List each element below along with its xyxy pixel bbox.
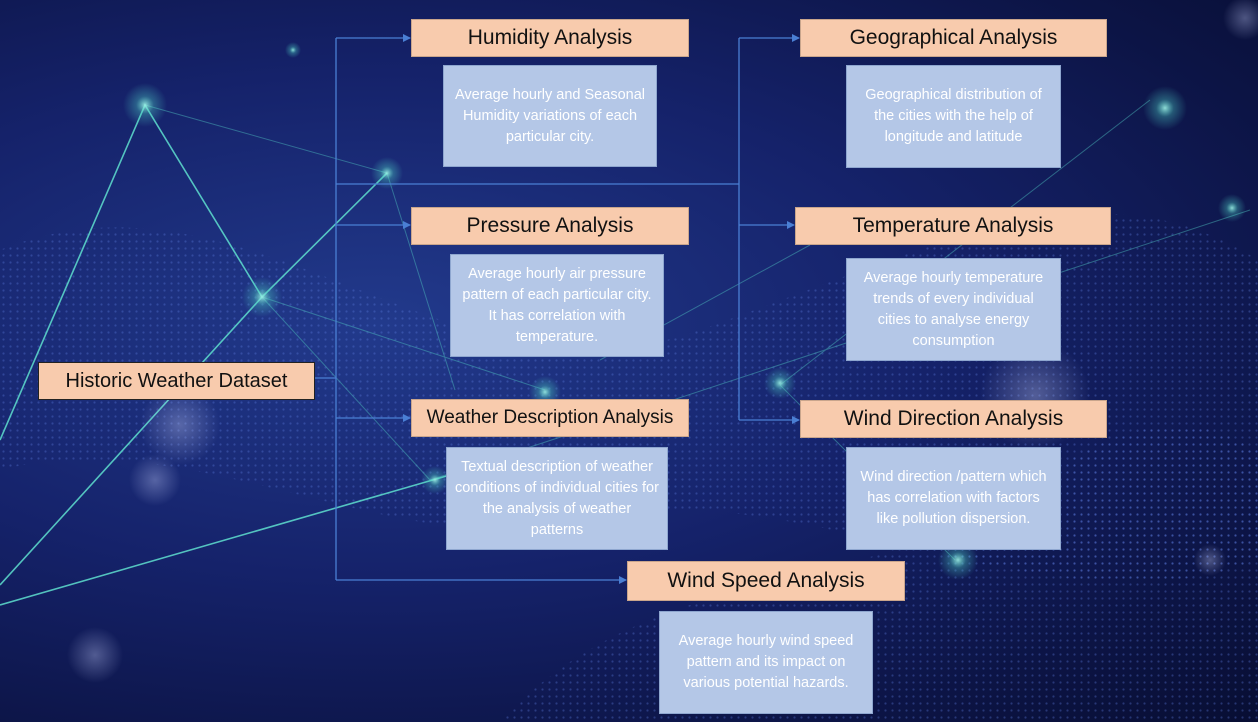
humidity-analysis-node: Humidity Analysis xyxy=(411,19,689,57)
humidity-analysis-title: Humidity Analysis xyxy=(467,26,633,49)
wind-speed-analysis-node: Wind Speed Analysis xyxy=(627,561,905,601)
root-node: Historic Weather Dataset xyxy=(38,362,315,400)
geographical-analysis-title: Geographical Analysis xyxy=(849,26,1058,49)
temperature-analysis-description: Average hourly temperature trends of eve… xyxy=(846,258,1061,361)
weather-description-analysis-description: Textual description of weather condition… xyxy=(446,447,668,550)
humidity-analysis-description: Average hourly and Seasonal Humidity var… xyxy=(443,65,657,167)
pressure-analysis-description: Average hourly air pressure pattern of e… xyxy=(450,254,664,357)
weather-description-analysis-node: Weather Description Analysis xyxy=(411,399,689,437)
pressure-analysis-title: Pressure Analysis xyxy=(466,214,634,237)
geographical-analysis-description: Geographical distribution of the cities … xyxy=(846,65,1061,168)
pressure-analysis-node: Pressure Analysis xyxy=(411,207,689,245)
wind-speed-analysis-description: Average hourly wind speed pattern and it… xyxy=(659,611,873,714)
weather-description-analysis-title: Weather Description Analysis xyxy=(426,407,674,428)
temperature-analysis-title: Temperature Analysis xyxy=(852,214,1054,237)
wind-speed-analysis-title: Wind Speed Analysis xyxy=(667,569,865,592)
wind-direction-analysis-title: Wind Direction Analysis xyxy=(843,407,1064,430)
wind-direction-analysis-description: Wind direction /pattern which has correl… xyxy=(846,447,1061,550)
geographical-analysis-node: Geographical Analysis xyxy=(800,19,1107,57)
root-label: Historic Weather Dataset xyxy=(65,369,288,392)
temperature-analysis-node: Temperature Analysis xyxy=(795,207,1111,245)
wind-direction-analysis-node: Wind Direction Analysis xyxy=(800,400,1107,438)
